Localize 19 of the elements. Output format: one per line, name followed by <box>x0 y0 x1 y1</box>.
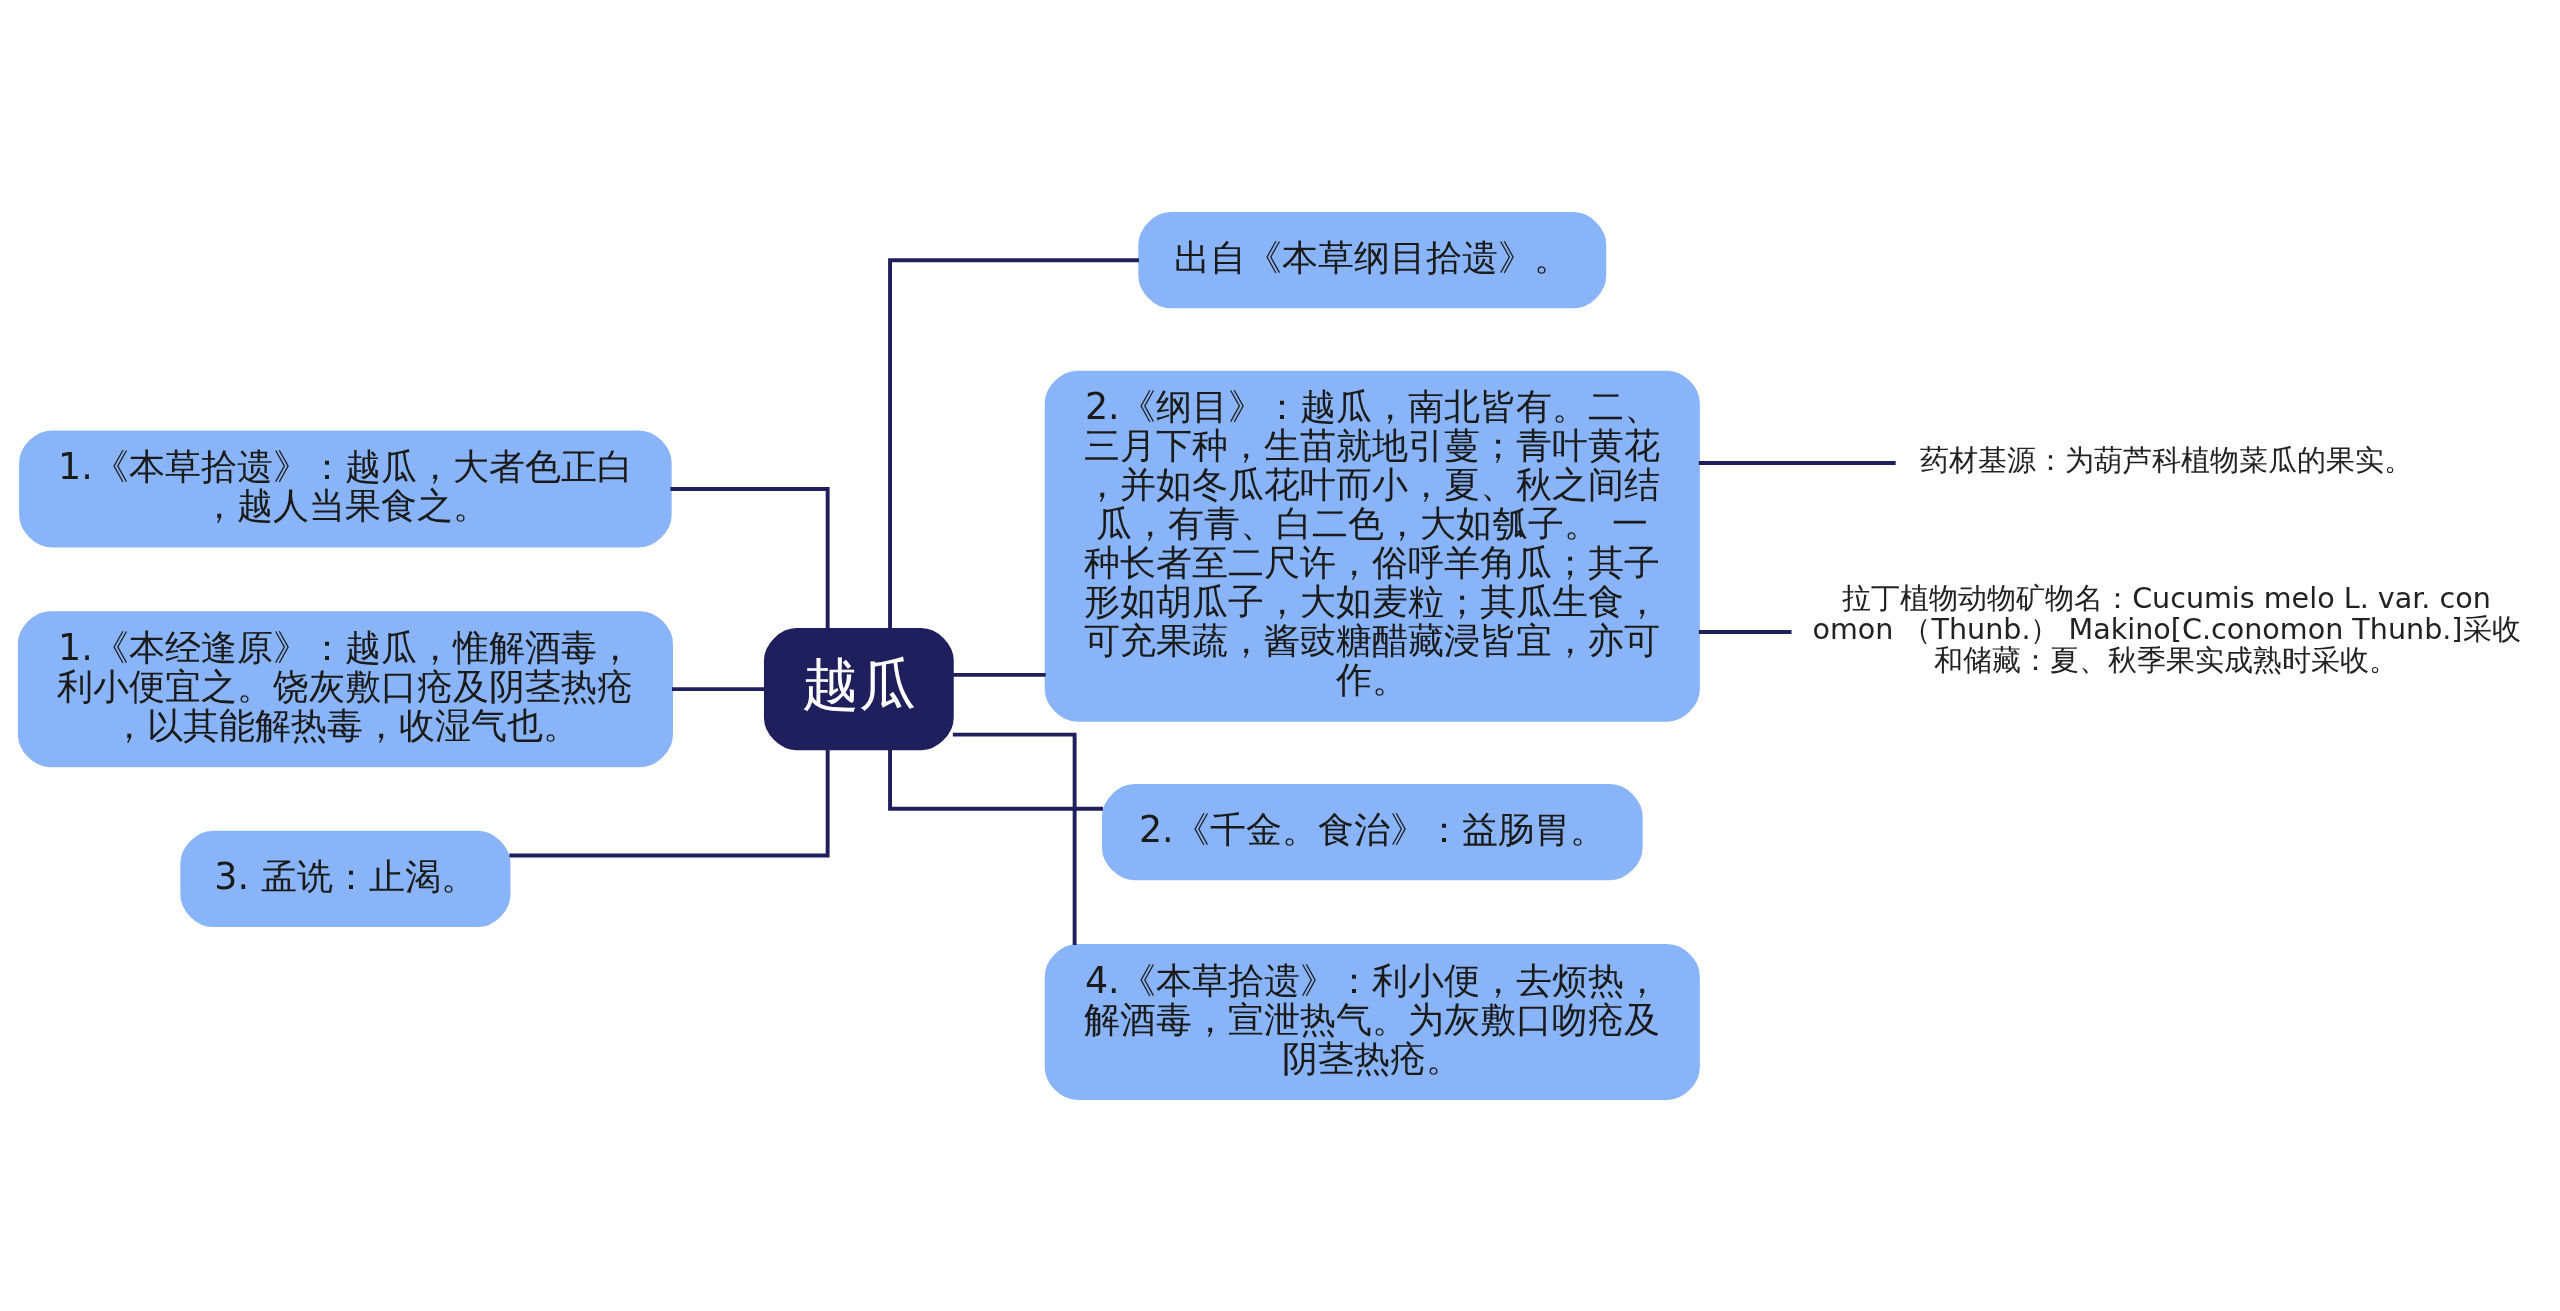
connector <box>888 257 1139 629</box>
connector <box>672 686 766 691</box>
node-box: 2.《纲目》：越瓜，南北皆有。二、三月下种，生苗就地引蔓；青叶黄花，并如冬瓜花叶而小，夏、秋之间结瓜，有青、白二色，大如瓠子。 一种长者至二尺许，俗呼羊角瓜；其子形如胡瓜子，大如麦粒；其瓜生食，可充果蔬，酱豉糖醋藏浸皆宜，亦可作。 <box>1044 370 1700 722</box>
connector <box>1698 629 1792 634</box>
connector <box>953 672 1046 677</box>
node-box: 1.《本草拾遗》：越瓜，大者色正白，越人当果食之。 <box>19 429 672 547</box>
connector <box>888 749 1103 811</box>
connector <box>952 732 1077 945</box>
connector <box>509 748 830 857</box>
node-box: 出自《本草纲目拾遗》。 <box>1138 211 1607 308</box>
node-text: 拉丁植物动物矿物名：Cucumis melo L. var. conomon （Thunb.） Makino[C.conomon Thunb.]采收和储藏：夏、秋季果实成熟时采收。 <box>1812 580 2521 677</box>
node-box: 越瓜 <box>763 627 954 750</box>
node-box: 1.《本经逢原》：越瓜，惟解酒毒，利小便宜之。饶灰敷口疮及阴茎热疮，以其能解热毒，收湿气也。 <box>17 610 673 767</box>
connector <box>670 486 830 629</box>
node-box: 3. 孟诜：止渴。 <box>180 830 511 927</box>
node-text: 药材基源：为葫芦科植物菜瓜的果实。 <box>1920 442 2413 477</box>
node-box: 4.《本草拾遗》：利小便，去烦热，解酒毒，宣泄热气。为灰敷口吻疮及阴茎热疮。 <box>1044 943 1700 1100</box>
connector <box>1698 460 1896 465</box>
node-box: 2.《千金。食治》：益肠胃。 <box>1101 783 1643 880</box>
